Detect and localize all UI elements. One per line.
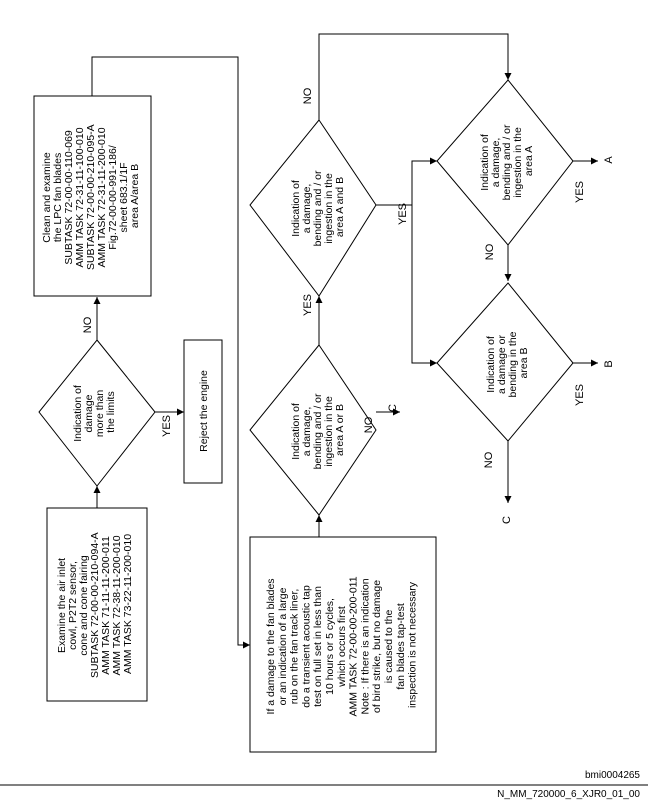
tap-test-text: If a damage to the fan blades or an indi… — [265, 574, 419, 717]
document-code: N_MM_720000_6_XJR0_01_00 — [497, 789, 640, 800]
connectors — [91, 33, 598, 649]
connector-c-label: C — [387, 404, 399, 412]
clean-line: SUBTASK 72-00-00-210-095-A — [85, 124, 97, 270]
inspect-inlet-line: AMM TASK 72-38-11-200-010 — [111, 535, 123, 675]
yes-label: YES — [302, 294, 314, 316]
line-clean-to-taptest — [91, 56, 250, 649]
tap-test-line: test on full set in less than — [312, 586, 324, 707]
clean-line: Fig.72-00-00-991-186/ — [107, 145, 119, 250]
no-label: NO — [484, 243, 496, 260]
a-or-b-line: a damage, — [301, 407, 313, 457]
a-or-b-line: ingestion in the — [323, 396, 335, 467]
decision-damage-limits — [38, 339, 156, 487]
decision-area-b — [436, 282, 574, 442]
line-aandb-no — [318, 33, 512, 120]
inspect-inlet-text: Examine the air inlet cowl, P2T2 sensor,… — [56, 530, 134, 678]
area-b-line: area B — [518, 348, 530, 379]
inspect-inlet-line: cowl, P2T2 sensor, — [67, 561, 79, 650]
tap-test-line: or an indication of a large — [277, 587, 289, 705]
limits-line: damage — [83, 394, 95, 432]
area-b-line: bending in the — [507, 331, 519, 397]
tap-test-line: rub on the fan track liner, — [289, 589, 301, 705]
clean-line: Clean and examine — [41, 152, 53, 243]
area-a-text: Indication of a damage, bending and / or… — [479, 122, 535, 201]
reject-engine-text: Reject the engine — [198, 370, 210, 452]
a-and-b-line: bending and / or — [312, 170, 324, 246]
clean-line: the LPC fan blades — [52, 153, 64, 242]
inspect-inlet-line: AMM TASK 71-11-11-200-011 — [100, 536, 112, 675]
a-or-b-line: bending and / or — [312, 393, 324, 469]
connector-b-label: B — [603, 360, 615, 367]
decision-area-a — [436, 79, 574, 246]
area-a-or-b-text: Indication of a damage, bending and / or… — [290, 391, 346, 470]
yes-label: YES — [161, 415, 173, 437]
box-tap-test — [249, 536, 437, 753]
a-or-b-line: Indication of — [290, 403, 302, 460]
yes-label: YES — [397, 203, 409, 225]
inspect-inlet-line: AMM TASK 73-22-11-200-010 — [122, 534, 134, 674]
box-inspect-inlet — [46, 507, 148, 702]
yes-label: YES — [574, 384, 586, 406]
limits-line: more than — [94, 390, 106, 437]
tap-test-line: of bird strike, but no damage — [371, 580, 383, 713]
tap-test-line: AMM TASK 72-00-00-200-011 — [348, 576, 360, 716]
figure-reference: bmi0004265 — [584, 770, 640, 781]
clean-line: sheet 683.1/1F — [118, 162, 130, 232]
clean-line: AMM TASK 72-31-11-200-010 — [96, 127, 108, 267]
a-and-b-line: a damage, — [301, 184, 313, 234]
line-aandb-yes-b — [411, 205, 437, 367]
area-a-line: bending and / or — [501, 124, 513, 200]
clean-line: area A/area B — [129, 164, 141, 228]
inspect-inlet-line: cone and cone fairing — [78, 555, 90, 656]
no-label: NO — [82, 316, 94, 333]
inspect-inlet-line: Examine the air inlet — [56, 558, 68, 653]
a-and-b-line: area A and B — [334, 177, 346, 237]
a-or-b-line: area A or B — [334, 404, 346, 456]
decision-area-a-and-b — [249, 119, 377, 297]
area-a-and-b-text: Indication of a damage, bending and / or… — [290, 168, 346, 247]
limits-line: the limits — [105, 391, 117, 432]
tap-test-line: If a damage to the fan blades — [265, 578, 277, 714]
tap-test-line: do a transient acoustic tap — [300, 585, 312, 708]
tap-test-line: inspection is not necessary — [407, 581, 419, 708]
clean-line: AMM TASK 72-31-11-100-010 — [74, 127, 86, 267]
area-b-line: a damage or — [496, 334, 508, 393]
a-and-b-line: ingestion in the — [323, 173, 335, 244]
connector-a-label: A — [603, 156, 615, 164]
no-label: NO — [483, 451, 495, 468]
no-label: NO — [363, 416, 375, 433]
area-b-text: Indication of a damage or bending in the… — [485, 329, 530, 398]
decision-area-a-or-b — [249, 344, 377, 516]
tap-test-line: which occurs first — [336, 606, 348, 688]
area-b-line: Indication of — [485, 336, 497, 393]
a-and-b-line: Indication of — [290, 180, 302, 237]
tap-test-line: is caused to the — [383, 610, 395, 684]
yes-label: YES — [574, 181, 586, 203]
tap-test-line: Note : If there is an indication — [359, 578, 371, 714]
tap-test-line: fan blades tap-test — [395, 603, 407, 689]
area-a-line: ingestion in the — [512, 127, 524, 198]
no-label: NO — [302, 87, 314, 104]
box-reject-engine — [183, 339, 223, 484]
area-a-line: a damage, — [490, 138, 502, 188]
inspect-inlet-line: SUBTASK 72-00-00-210-094-A — [89, 532, 101, 678]
limits-text: Indication of damage more than the limit… — [72, 382, 117, 442]
area-a-line: area A — [523, 146, 535, 176]
limits-line: Indication of — [72, 385, 84, 442]
connector-c-label: C — [501, 516, 513, 524]
line-aandb-yes-a — [376, 157, 437, 206]
tap-test-line: 10 hours or 5 cycles, — [324, 598, 336, 695]
clean-line: SUBTASK 72-00-00-110-069 — [63, 130, 75, 265]
box-clean-examine — [33, 95, 152, 297]
area-a-line: Indication of — [479, 134, 491, 191]
clean-examine-text: Clean and examine the LPC fan blades SUB… — [41, 122, 141, 270]
